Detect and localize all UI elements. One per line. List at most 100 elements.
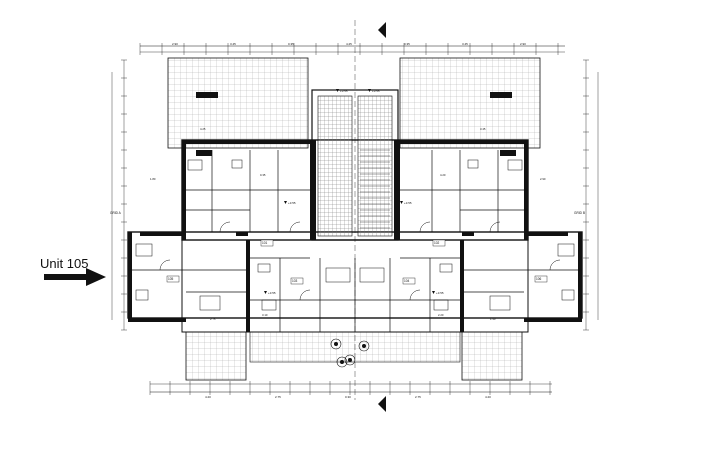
room-dimension: 3.10 <box>262 313 268 317</box>
structural-wall <box>460 240 464 332</box>
sanitary-fixture <box>231 159 243 169</box>
structural-wall <box>310 140 316 240</box>
unit-tag-box <box>402 277 416 285</box>
dimension-label-bottom: 4.20 <box>485 395 491 399</box>
sanitary-fixture <box>187 159 203 171</box>
landscape-planter-icon <box>362 344 366 348</box>
sanitary-fixture <box>561 289 575 301</box>
unit-tag: 104 <box>404 279 410 283</box>
north-arrow-icon <box>378 22 386 38</box>
door-swing <box>219 221 231 233</box>
structural-wall <box>182 140 312 144</box>
terrace-north-east <box>399 57 541 149</box>
level-mark-icon <box>284 201 287 204</box>
level-mark: +3.55 <box>436 291 444 295</box>
room-dimension: 2.90 <box>540 177 546 181</box>
structural-wall <box>490 92 512 98</box>
sanitary-fixture <box>557 243 575 257</box>
stair-left <box>317 95 353 237</box>
grid-label-left: GRID A <box>110 211 122 215</box>
structural-wall <box>196 92 218 98</box>
sanitary-fixture <box>439 263 453 273</box>
unit-tag-box <box>260 239 274 247</box>
structural-wall <box>236 232 248 236</box>
level-mark: +3.55 <box>340 89 348 93</box>
room-dimension: 4.25 <box>200 127 206 131</box>
door-swing <box>419 221 431 233</box>
sanitary-fixture <box>325 267 351 283</box>
terrace-south-east <box>461 331 523 381</box>
unit-tag-box <box>432 239 446 247</box>
structural-wall <box>196 150 212 156</box>
room-dimension: 2.20 <box>438 313 444 317</box>
callout-arrow-icon <box>44 268 106 286</box>
unit-tag-box <box>290 277 304 285</box>
landscape-planter-icon <box>358 340 370 352</box>
level-mark-icon <box>368 89 371 92</box>
level-mark: +3.55 <box>372 89 380 93</box>
structural-wall <box>394 140 400 240</box>
dimension-label-bottom: 2.75 <box>415 395 421 399</box>
level-mark-icon <box>336 89 339 92</box>
unit-tag: 105 <box>168 277 174 281</box>
dimension-label-top: 0.35 <box>404 42 410 46</box>
door-swing <box>489 221 501 233</box>
room-dimension: 0.35 <box>260 173 266 177</box>
level-mark-icon <box>432 291 435 294</box>
landscape-planter-icon <box>334 342 338 346</box>
dimension-label-top: 4.25 <box>346 42 352 46</box>
terrace-north-west <box>167 57 309 149</box>
structural-wall <box>500 150 516 156</box>
unit-tag: 102 <box>434 241 440 245</box>
landscape-planter-icon <box>340 360 344 364</box>
sanitary-fixture <box>199 295 221 311</box>
sanitary-fixture <box>433 299 449 311</box>
level-mark: +3.55 <box>404 201 412 205</box>
unit-tag-box <box>534 275 548 283</box>
structural-wall <box>140 232 184 236</box>
level-mark-icon <box>400 201 403 204</box>
stair-right <box>357 95 393 237</box>
structural-wall <box>578 232 582 318</box>
dimension-label-top: 0.35 <box>288 42 294 46</box>
level-mark-icon <box>264 291 267 294</box>
structural-wall <box>398 140 528 144</box>
room-dimension: 3.45 <box>480 127 486 131</box>
terrace-south-west <box>185 331 247 381</box>
section-marker-icon <box>378 396 386 412</box>
landscape-planter-icon <box>344 354 356 366</box>
level-mark: +3.55 <box>268 291 276 295</box>
unit-tag: 103 <box>292 279 298 283</box>
structural-wall <box>462 232 474 236</box>
door-swing <box>299 289 311 301</box>
structural-wall <box>524 318 582 322</box>
sanitary-fixture <box>257 263 271 273</box>
sanitary-fixture <box>261 299 277 311</box>
room-dimension: 1.40 <box>490 317 496 321</box>
sanitary-fixture <box>135 243 153 257</box>
unit-tag: 106 <box>536 277 542 281</box>
unit-tag: 101 <box>262 241 268 245</box>
door-swing <box>159 259 171 271</box>
landscape-planter-icon <box>330 338 342 350</box>
door-swing <box>409 289 421 301</box>
dimension-label-bottom: 0.30 <box>345 395 351 399</box>
dimension-label-top: 3.45 <box>462 42 468 46</box>
sanitary-fixture <box>359 267 385 283</box>
door-swing <box>549 259 561 271</box>
sanitary-fixture <box>467 159 479 169</box>
structural-wall <box>524 232 568 236</box>
landscape-planter-icon <box>348 358 352 362</box>
room-dimension: 4.20 <box>440 173 446 177</box>
room-dimension: 2.75 <box>210 317 216 321</box>
dimension-label-bottom: 4.20 <box>205 395 211 399</box>
structural-wall <box>128 318 186 322</box>
grid-label-right: GRID B <box>574 211 585 215</box>
sanitary-fixture <box>489 295 511 311</box>
room-dimension: 1.80 <box>150 177 156 181</box>
sanitary-fixture <box>135 289 149 301</box>
structural-wall <box>128 232 132 318</box>
dimension-label-top: 2.90 <box>172 42 178 46</box>
